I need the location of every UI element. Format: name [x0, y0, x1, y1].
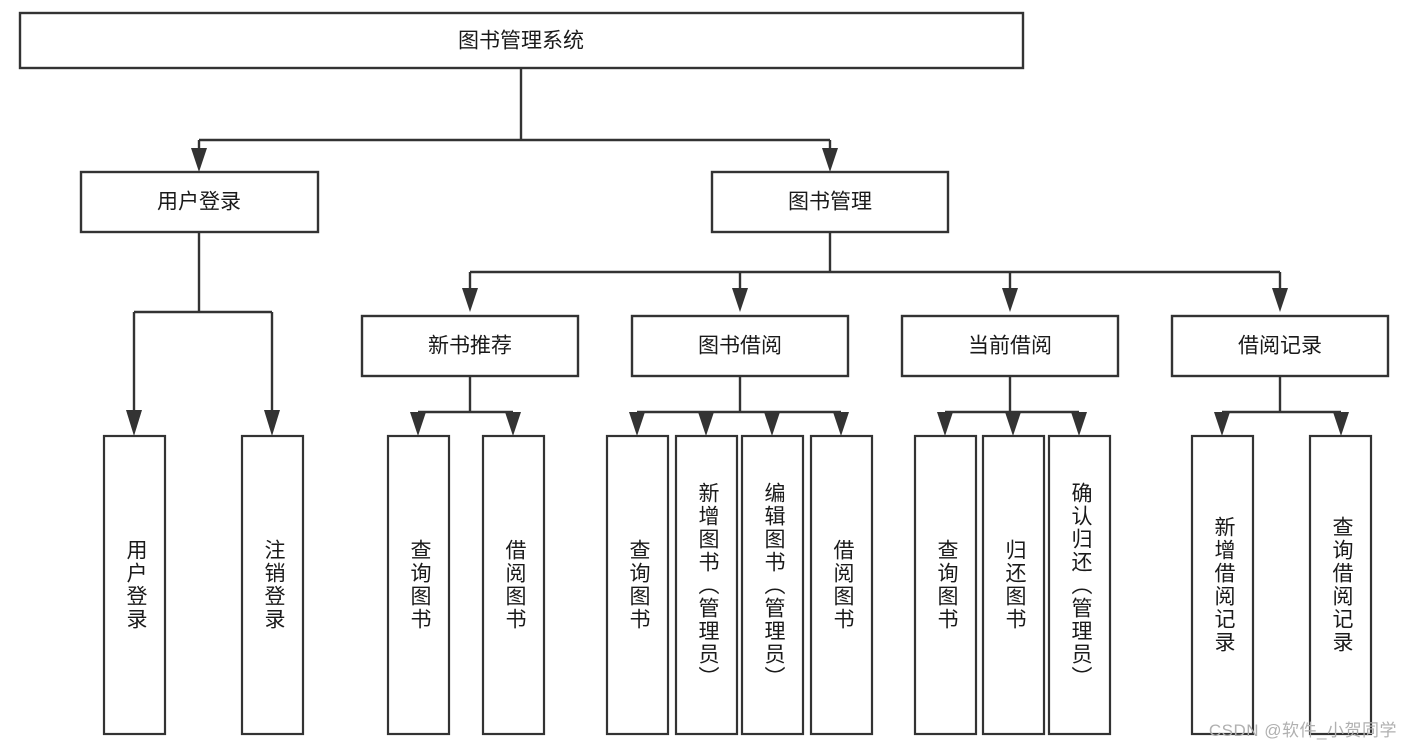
leaf-box-query-book-3[interactable] [913, 434, 978, 736]
arrow-head-icon [732, 288, 748, 312]
node-book-management-label: 图书管理 [788, 191, 872, 214]
node-user-login-label: 用户登录 [157, 191, 241, 214]
node-book-borrow[interactable]: 图书借阅 [630, 314, 850, 378]
leaf-box-query-book-1[interactable] [386, 434, 451, 736]
node-current-borrow-label: 当前借阅 [968, 335, 1052, 358]
connector-borrow-to-leaves [629, 376, 849, 436]
connector-bookmgmt-to-level3 [462, 232, 1288, 312]
leaf-box-edit-book-admin[interactable] [740, 434, 805, 736]
leaf-box-user-login[interactable] [102, 434, 167, 736]
arrow-head-icon [937, 412, 953, 436]
node-book-management[interactable]: 图书管理 [710, 170, 950, 234]
arrow-head-icon [822, 148, 838, 172]
arrow-head-icon [1002, 288, 1018, 312]
leaf-box-add-book-admin[interactable] [674, 434, 739, 736]
node-user-login[interactable]: 用户登录 [79, 170, 320, 234]
arrow-head-icon [1272, 288, 1288, 312]
leaf-box-query-book-2[interactable] [605, 434, 670, 736]
arrow-head-icon [462, 288, 478, 312]
arrow-head-icon [264, 410, 280, 436]
arrow-head-icon [191, 148, 207, 172]
arrow-head-icon [764, 412, 780, 436]
arrow-head-icon [1214, 412, 1230, 436]
arrow-head-icon [833, 412, 849, 436]
leaf-box-confirm-return-admin[interactable] [1047, 434, 1112, 736]
leaf-box-borrow-book-2[interactable] [809, 434, 874, 736]
node-new-book-recommend-label: 新书推荐 [428, 335, 512, 358]
node-current-borrow[interactable]: 当前借阅 [900, 314, 1120, 378]
node-borrow-record[interactable]: 借阅记录 [1170, 314, 1390, 378]
connector-userlogin-to-leaves [126, 232, 280, 436]
connector-record-to-leaves [1214, 376, 1349, 436]
leaf-box-borrow-book-1[interactable] [481, 434, 546, 736]
arrow-head-icon [410, 412, 426, 436]
arrow-head-icon [126, 410, 142, 436]
arrow-head-icon [1005, 412, 1021, 436]
connector-newbook-to-leaves [410, 376, 521, 436]
node-root-label: 图书管理系统 [458, 30, 584, 53]
arrow-head-icon [629, 412, 645, 436]
arrow-head-icon [698, 412, 714, 436]
leaf-box-return-book[interactable] [981, 434, 1046, 736]
leaf-box-query-borrow-record[interactable] [1308, 434, 1373, 736]
node-root[interactable]: 图书管理系统 [18, 11, 1025, 70]
arrow-head-icon [1333, 412, 1349, 436]
watermark-text: CSDN @软件_小贺同学 [1208, 721, 1397, 740]
node-book-borrow-label: 图书借阅 [698, 335, 782, 358]
leaf-box-logout[interactable] [240, 434, 305, 736]
arrow-head-icon [505, 412, 521, 436]
leaf-box-add-borrow-record[interactable] [1190, 434, 1255, 736]
node-new-book-recommend[interactable]: 新书推荐 [360, 314, 580, 378]
connector-root-to-level2 [191, 68, 838, 172]
node-borrow-record-label: 借阅记录 [1238, 335, 1322, 358]
arrow-head-icon [1071, 412, 1087, 436]
connector-current-to-leaves [937, 376, 1087, 436]
